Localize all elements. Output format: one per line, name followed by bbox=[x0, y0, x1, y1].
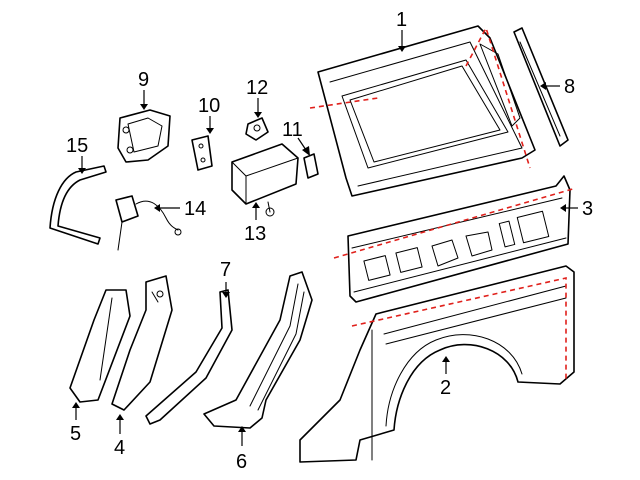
callout-9: 9 bbox=[138, 69, 149, 91]
callout-labels: 1 2 3 4 5 6 7 8 9 10 11 12 13 14 15 bbox=[66, 9, 593, 473]
callout-11: 11 bbox=[282, 119, 303, 141]
callout-3: 3 bbox=[582, 198, 593, 220]
callout-4: 4 bbox=[114, 437, 125, 459]
part-14-actuator bbox=[115, 195, 182, 251]
callout-2: 2 bbox=[440, 377, 451, 399]
part-3-inner-panel bbox=[333, 175, 577, 303]
callout-14: 14 bbox=[184, 198, 206, 220]
cut-line bbox=[309, 97, 379, 109]
callout-12: 12 bbox=[246, 77, 268, 99]
part-11-retainer bbox=[303, 153, 319, 179]
part-2-quarter-panel bbox=[299, 265, 575, 463]
callout-10: 10 bbox=[198, 95, 220, 117]
callout-13: 13 bbox=[244, 223, 266, 245]
part-1-quarter-window-panel bbox=[309, 25, 536, 197]
cut-line bbox=[351, 277, 567, 382]
part-6-wheelhouse-reinforcement bbox=[203, 271, 313, 429]
part-5-pillar-bracket bbox=[69, 289, 131, 403]
part-13-fuel-door-box bbox=[231, 143, 299, 217]
part-7-seal-strip bbox=[145, 289, 233, 425]
part-9-fuel-filler-housing bbox=[117, 109, 171, 163]
callout-15: 15 bbox=[66, 135, 88, 157]
leader-lines bbox=[72, 30, 578, 446]
callout-1: 1 bbox=[396, 9, 407, 31]
callout-7: 7 bbox=[220, 259, 231, 281]
cut-line bbox=[333, 187, 577, 259]
callout-6: 6 bbox=[236, 451, 247, 473]
part-10-hinge-bracket bbox=[191, 135, 213, 171]
callout-5: 5 bbox=[70, 423, 81, 445]
callout-8: 8 bbox=[564, 76, 575, 98]
part-4-pillar-reinforcement bbox=[111, 275, 173, 411]
part-8-pillar-trim bbox=[513, 27, 569, 147]
part-15-arch-molding bbox=[49, 165, 107, 245]
part-12-clip bbox=[245, 117, 269, 141]
